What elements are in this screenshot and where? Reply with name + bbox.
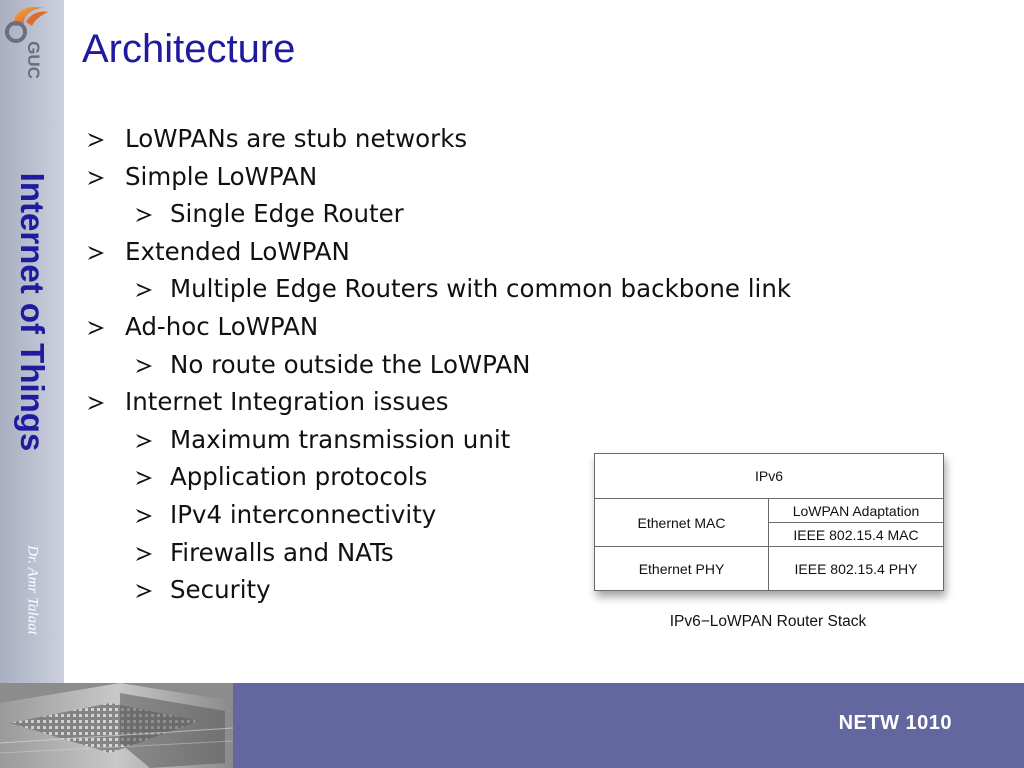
circuit-board-image <box>0 683 233 768</box>
protocol-stack-diagram: IPv6 Ethernet MAC LoWPAN Adaptation IEEE… <box>594 453 944 591</box>
bullet-arrow-icon <box>136 208 152 223</box>
stack-cell-lowpan-adaptation: LoWPAN Adaptation <box>792 502 920 519</box>
bullet-item-level-1: Internet Integration issues <box>88 383 791 421</box>
bullet-item-level-2: Single Edge Router <box>88 195 791 233</box>
footer-bar: NETW 1010 <box>0 683 1024 768</box>
stack-cell-802154-phy: IEEE 802.15.4 PHY <box>794 560 918 577</box>
slide-title: Architecture <box>82 27 296 71</box>
bullet-text: LoWPANs are stub networks <box>125 124 468 153</box>
bullet-text: No route outside the LoWPAN <box>170 349 531 379</box>
stack-cell-ethernet-mac: Ethernet MAC <box>637 514 726 531</box>
bullet-item-level-1: Ad-hoc LoWPAN <box>88 308 791 346</box>
sidebar-author: Dr. Amr Talaat <box>24 545 41 635</box>
bullet-text: Ad-hoc LoWPAN <box>125 311 319 341</box>
bullet-item-level-2: Multiple Edge Routers with common backbo… <box>88 270 791 308</box>
bullet-arrow-icon <box>88 245 104 260</box>
bullet-item-level-2: Firewalls and NATs <box>88 534 791 572</box>
bullet-text: Firewalls and NATs <box>170 537 394 567</box>
bullet-arrow-icon <box>88 133 104 147</box>
sidebar-course-title: Internet of Things <box>14 172 51 452</box>
bullet-arrow-icon <box>136 471 152 486</box>
bullet-text: Maximum transmission unit <box>170 424 511 454</box>
stack-divider <box>768 499 769 590</box>
bullet-item-level-2: IPv4 interconnectivity <box>88 496 791 534</box>
stack-cell-ipv6: IPv6 <box>754 468 783 484</box>
logo-text: GUC <box>24 41 43 79</box>
bullet-text: Single Edge Router <box>170 199 404 229</box>
course-code: NETW 1010 <box>838 712 952 734</box>
bullet-text: Simple LoWPAN <box>125 161 318 191</box>
bullet-arrow-icon <box>136 508 152 523</box>
bullet-arrow-icon <box>136 584 152 599</box>
sidebar: GUC Internet of Things Dr. Amr Talaat <box>0 0 64 683</box>
bullet-text: Application protocols <box>170 462 428 492</box>
stack-cell-ethernet-phy: Ethernet PHY <box>638 560 725 577</box>
bullet-arrow-icon <box>88 396 104 411</box>
bullet-text: Extended LoWPAN <box>125 236 350 266</box>
bullet-arrow-icon <box>136 433 152 448</box>
bullet-arrow-icon <box>136 283 152 298</box>
stack-cell-802154-mac: IEEE 802.15.4 MAC <box>793 526 919 543</box>
bullet-arrow-icon <box>136 358 152 373</box>
bullet-item-level-2: Security <box>88 571 791 609</box>
bullet-item-level-1: LoWPANs are stub networks <box>88 120 791 158</box>
bullet-text: Security <box>170 575 271 605</box>
diagram-caption: IPv6−LoWPAN Router Stack <box>669 613 867 630</box>
guc-logo: GUC <box>5 6 48 79</box>
bullet-item-level-1: Simple LoWPAN <box>88 158 791 196</box>
bullet-item-level-2: No route outside the LoWPAN <box>88 346 791 384</box>
bullet-text: IPv4 interconnectivity <box>170 499 437 529</box>
stack-divider <box>595 498 943 499</box>
bullet-arrow-icon <box>88 170 104 185</box>
bullet-arrow-icon <box>88 320 104 335</box>
bullet-item-level-2: Application protocols <box>88 458 791 496</box>
bullet-text: Internet Integration issues <box>125 387 449 417</box>
bullet-text: Multiple Edge Routers with common backbo… <box>170 274 792 304</box>
stack-divider <box>769 522 943 523</box>
bullet-arrow-icon <box>136 546 152 561</box>
bullet-item-level-1: Extended LoWPAN <box>88 233 791 271</box>
bullet-item-level-2: Maximum transmission unit <box>88 421 791 459</box>
stack-divider <box>595 546 943 547</box>
